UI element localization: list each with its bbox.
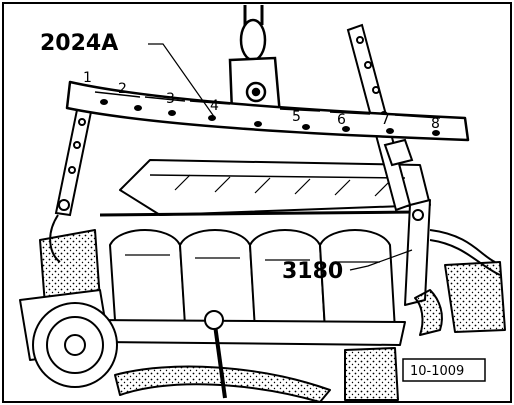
callout-2024a: 2024A	[40, 31, 118, 56]
left-hanger-rod	[49, 103, 94, 263]
callout-3180: 3180	[282, 259, 343, 284]
hole-number-6: 6	[337, 112, 346, 128]
hole-number-4: 4	[210, 98, 219, 114]
figure-reference: 10-1009	[410, 364, 464, 379]
hole-number-2: 2	[118, 81, 127, 97]
hole-number-8: 8	[431, 116, 440, 132]
hole-number-7: 7	[381, 112, 390, 128]
hole-number-3: 3	[166, 91, 175, 107]
leader-line-3180	[349, 249, 413, 271]
hole-number-1: 1	[83, 70, 92, 86]
reference-box	[402, 358, 486, 382]
hole-number-5: 5	[292, 109, 301, 125]
engine-block	[19, 159, 506, 403]
lifting-bar: 1 2 3 4 5 6 7 8	[65, 70, 470, 142]
leader-line-2024a	[148, 43, 216, 119]
